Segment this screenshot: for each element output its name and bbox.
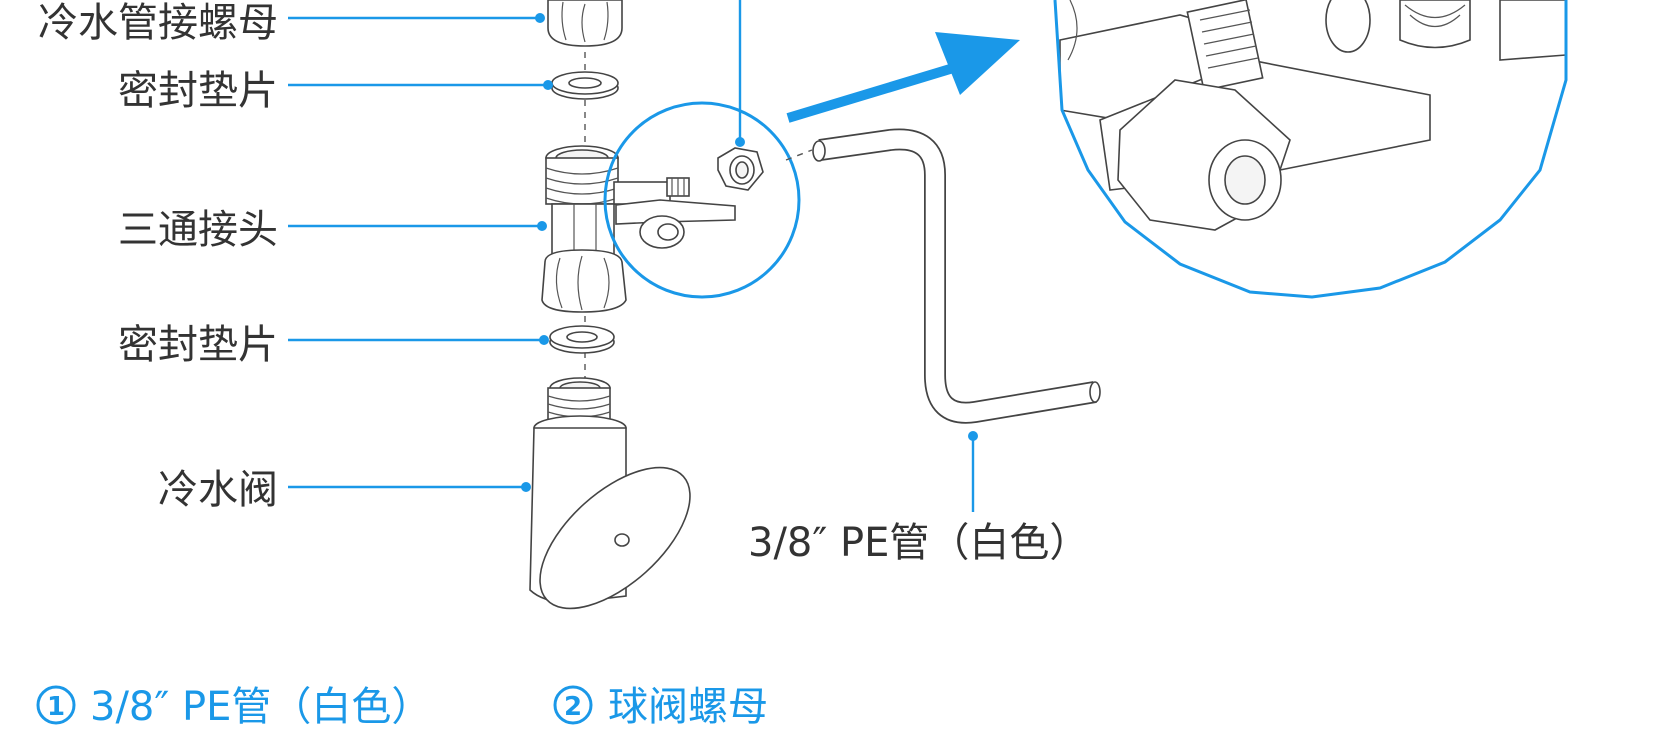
label-tee-connector: 三通接头 (118, 207, 547, 253)
svg-text:三通接头: 三通接头 (118, 207, 278, 253)
label-cold-water-pipe-nut: 冷水管接螺母 (38, 0, 545, 46)
ball-valve-nut (717, 147, 764, 191)
label-cold-water-valve: 冷水阀 (158, 467, 531, 513)
legend-item-2: 2 球阀螺母 (553, 684, 768, 730)
tee-connector (541, 145, 736, 313)
svg-text:密封垫片: 密封垫片 (118, 322, 278, 368)
label-pe-pipe: 3/8″ PE管（白色） (748, 520, 1089, 566)
label-sealing-gasket-top: 密封垫片 (118, 68, 553, 114)
svg-text:密封垫片: 密封垫片 (118, 68, 278, 114)
legend-item-1: 1 3/8″ PE管（白色） (36, 684, 431, 730)
svg-text:冷水阀: 冷水阀 (158, 467, 278, 513)
zoom-arrow (786, 32, 1020, 123)
svg-text:2: 2 (564, 692, 582, 722)
svg-text:冷水管接螺母: 冷水管接螺母 (38, 0, 278, 46)
zoom-circle (603, 101, 801, 299)
sealing-gasket-top (551, 71, 619, 100)
svg-text:1: 1 (47, 692, 65, 722)
magnified-detail (1053, 0, 1568, 299)
cold-water-valve (529, 377, 691, 610)
sealing-gasket-bottom (549, 325, 615, 354)
pe-pipe (812, 128, 1101, 424)
cold-water-pipe-nut (547, 0, 623, 47)
svg-text:3/8″ PE管（白色）: 3/8″ PE管（白色） (90, 684, 431, 730)
svg-text:球阀螺母: 球阀螺母 (608, 684, 768, 730)
label-sealing-gasket-bottom: 密封垫片 (118, 322, 549, 368)
